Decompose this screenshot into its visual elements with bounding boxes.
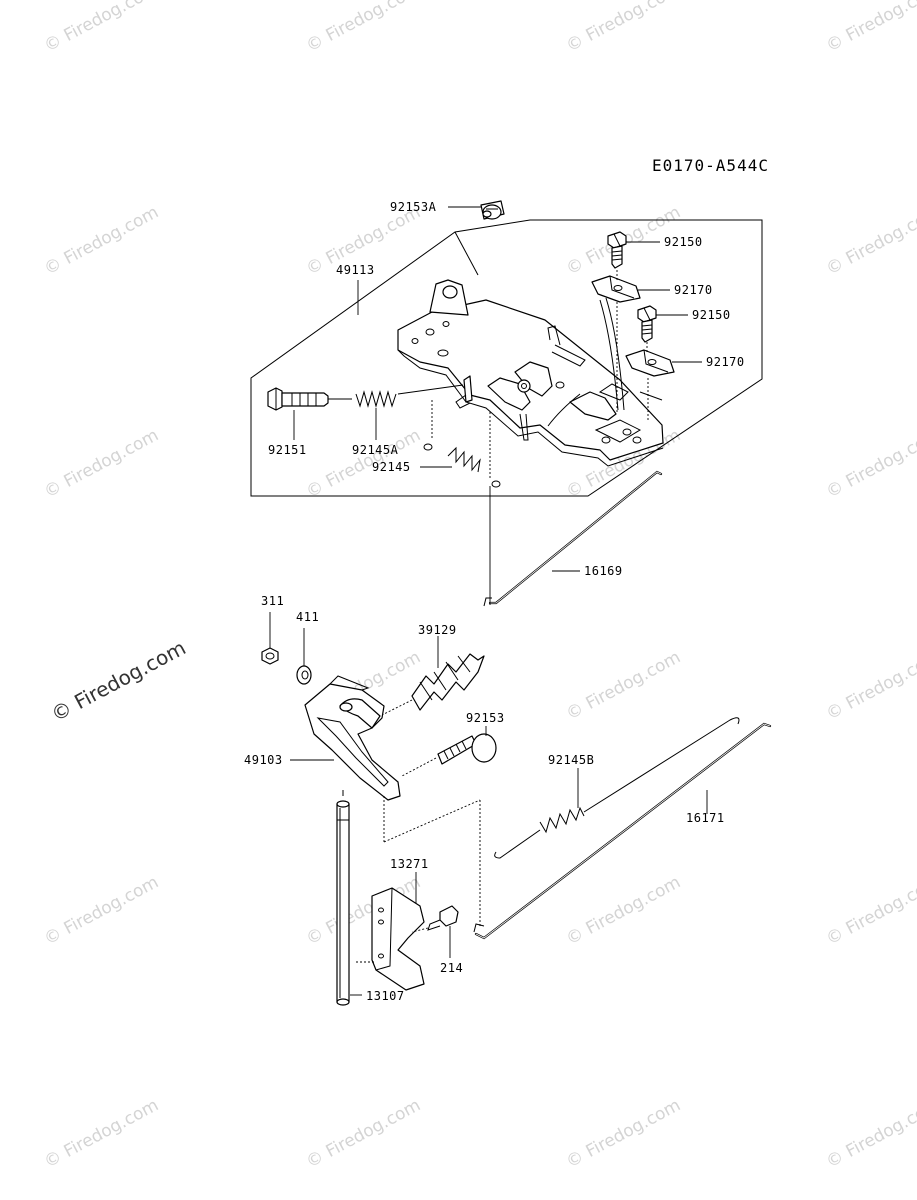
screw-92150-top xyxy=(607,231,627,269)
watermark: © Firedog.com xyxy=(41,1095,162,1172)
diagram-code: E0170-A544C xyxy=(652,156,769,175)
part-labels: 92153A 49113 92150 92170 92150 92170 921… xyxy=(244,200,745,1003)
bolt-92151 xyxy=(267,387,345,411)
lever-49103 xyxy=(290,675,401,801)
rod-16171 xyxy=(473,722,772,940)
governor-lever-group xyxy=(261,612,772,1006)
spring-92145B xyxy=(494,717,740,859)
part-label: 92170 xyxy=(674,283,713,297)
part-label: 16169 xyxy=(584,564,623,578)
watermark: © Firedog.com xyxy=(823,872,917,949)
control-panel-assembly xyxy=(250,200,763,497)
screw-92150-lower xyxy=(637,305,657,343)
watermark: © Firedog.com xyxy=(41,202,162,279)
clamp-92170-lower xyxy=(625,349,675,377)
watermark: © Firedog.com xyxy=(823,0,917,56)
watermark: © Firedog.com xyxy=(823,647,917,724)
plug-92153A xyxy=(480,200,505,220)
watermark: © Firedog.com xyxy=(563,647,684,724)
watermark: © Firedog.com xyxy=(823,202,917,279)
watermark: © Firedog.com xyxy=(823,425,917,502)
watermark: © Firedog.com xyxy=(563,872,684,949)
bolt-92153 xyxy=(401,726,497,777)
spring-39129 xyxy=(379,636,485,717)
part-label: 311 xyxy=(261,594,284,608)
part-label: 92150 xyxy=(664,235,703,249)
watermark: © Firedog.com xyxy=(563,1095,684,1172)
spring-92145A xyxy=(332,384,464,408)
spring-92145 xyxy=(423,400,501,488)
washer-411 xyxy=(296,628,312,685)
clamp-92170-top xyxy=(591,275,641,303)
part-label: 214 xyxy=(440,961,463,975)
screw-214 xyxy=(411,905,459,958)
part-label: 92170 xyxy=(706,355,745,369)
watermark-layer: © Firedog.com © Firedog.com © Firedog.co… xyxy=(41,0,917,1172)
part-label: 411 xyxy=(296,610,319,624)
part-label: 49103 xyxy=(244,753,283,767)
watermark: © Firedog.com xyxy=(303,0,424,56)
watermark: © Firedog.com xyxy=(823,1095,917,1172)
part-label: 92145A xyxy=(352,443,399,457)
bracket-13271 xyxy=(356,872,425,991)
watermark: © Firedog.com xyxy=(41,872,162,949)
plate-49113 xyxy=(397,279,664,467)
part-label: 92153 xyxy=(466,711,505,725)
part-label: 92150 xyxy=(692,308,731,322)
watermark: © Firedog.com xyxy=(41,425,162,502)
part-label: 13271 xyxy=(390,857,429,871)
part-label: 13107 xyxy=(366,989,405,1003)
part-label: 92145B xyxy=(548,753,594,767)
watermark: © Firedog.com xyxy=(303,1095,424,1172)
watermark: © Firedog.com xyxy=(563,0,684,56)
part-label: 49113 xyxy=(336,263,375,277)
shaft-13107 xyxy=(336,790,362,1006)
part-label: 92153A xyxy=(390,200,437,214)
part-label: 39129 xyxy=(418,623,457,637)
watermark-featured: © Firedog.com xyxy=(47,635,190,726)
watermark: © Firedog.com xyxy=(41,0,162,56)
nut-311 xyxy=(261,612,279,665)
part-label: 16171 xyxy=(686,811,725,825)
group-boundary xyxy=(250,219,763,497)
part-label: 92151 xyxy=(268,443,307,457)
part-label: 92145 xyxy=(372,460,411,474)
rod-16169 xyxy=(483,470,663,607)
